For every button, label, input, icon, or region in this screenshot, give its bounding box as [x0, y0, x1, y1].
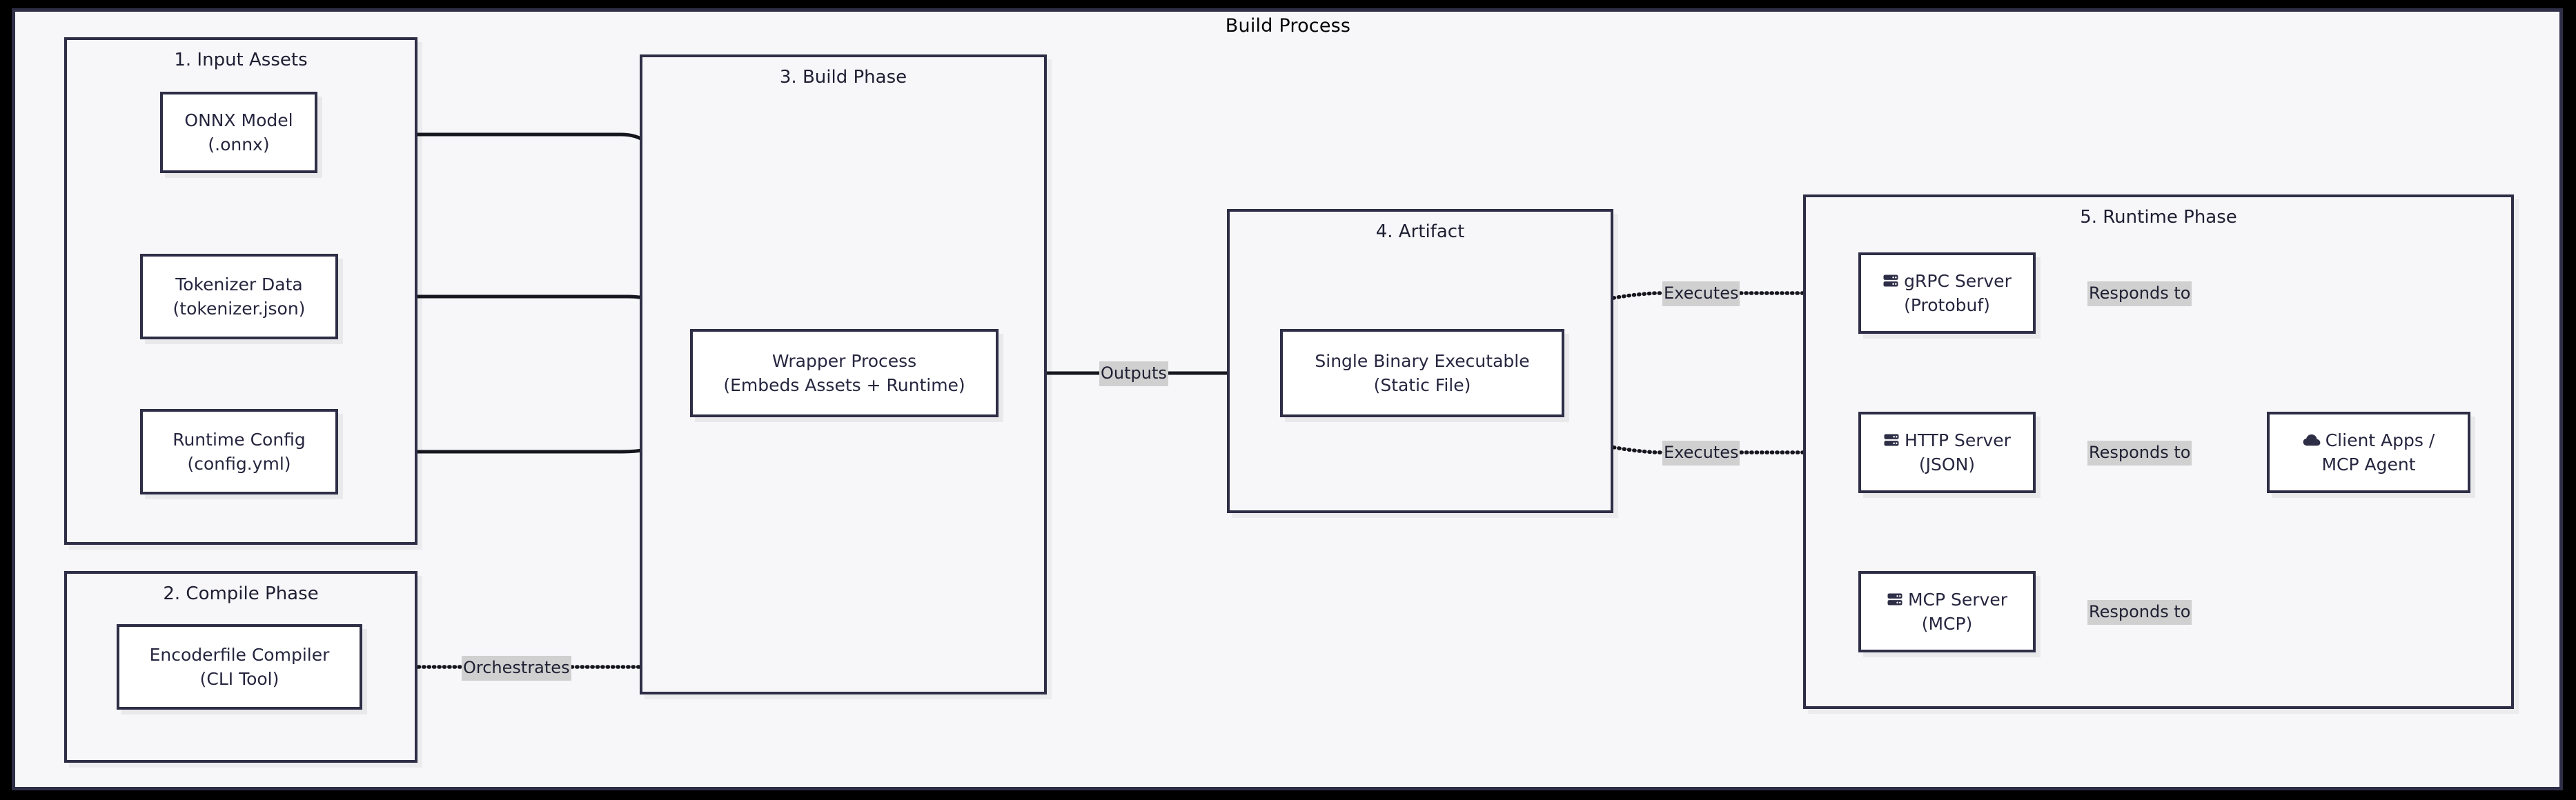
node-tokenizer-data-line1: Tokenizer Data: [175, 274, 303, 294]
node-grpc-server-line1: gRPC Server: [1882, 269, 2012, 294]
node-wrapper-process[interactable]: Wrapper Process (Embeds Assets + Runtime…: [690, 329, 999, 417]
node-encoderfile-compiler[interactable]: Encoderfile Compiler (CLI Tool): [117, 624, 362, 710]
cloud-icon: [2303, 433, 2321, 447]
node-onnx-model-line2: (.onnx): [208, 134, 270, 154]
node-tokenizer-data-line2: (tokenizer.json): [173, 299, 306, 319]
node-grpc-server-line2: (Protobuf): [1904, 295, 1990, 315]
node-encoderfile-compiler-line2: (CLI Tool): [199, 669, 279, 689]
cluster-title-input-assets: 1. Input Assets: [174, 50, 308, 70]
node-grpc-server[interactable]: gRPC Server (Protobuf): [1858, 252, 2036, 334]
node-http-server-label: HTTP Server: [1905, 430, 2011, 450]
node-runtime-config[interactable]: Runtime Config (config.yml): [140, 409, 338, 494]
cluster-title-compile-phase: 2. Compile Phase: [163, 583, 319, 604]
edge-label-outputs: Outputs: [1099, 361, 1168, 387]
node-client-apps-label: Client Apps /: [2325, 430, 2435, 450]
node-onnx-model-line1: ONNX Model: [184, 110, 293, 130]
node-http-server[interactable]: HTTP Server (JSON): [1858, 412, 2036, 493]
edge-label-responds-mcp: Responds to: [2087, 600, 2192, 626]
diagram-title: Build Process: [1225, 15, 1351, 37]
edge-label-responds-http: Responds to: [2087, 441, 2192, 466]
edge-label-executes-grpc: Executes: [1662, 281, 1740, 307]
node-http-server-line2: (JSON): [1918, 454, 1976, 474]
node-mcp-server-line1: MCP Server: [1887, 588, 2007, 612]
edge-label-orchestrates: Orchestrates: [462, 656, 571, 681]
edge-label-executes-http: Executes: [1662, 441, 1740, 466]
node-onnx-model[interactable]: ONNX Model (.onnx): [160, 92, 317, 173]
node-mcp-server-label: MCP Server: [1907, 589, 2008, 610]
node-single-binary-executable-line2: (Static File): [1373, 375, 1471, 395]
node-http-server-line1: HTTP Server: [1883, 428, 2011, 453]
edge-label-responds-grpc: Responds to: [2087, 281, 2192, 307]
node-grpc-server-label: gRPC Server: [1904, 270, 2012, 291]
server-icon: [1882, 272, 1899, 289]
node-single-binary-executable[interactable]: Single Binary Executable (Static File): [1280, 329, 1564, 417]
node-tokenizer-data[interactable]: Tokenizer Data (tokenizer.json): [140, 254, 338, 339]
cluster-title-build-phase: 3. Build Phase: [779, 67, 907, 88]
node-client-apps-line1: Client Apps /: [2303, 428, 2435, 453]
node-runtime-config-line1: Runtime Config: [173, 429, 306, 450]
node-single-binary-executable-line1: Single Binary Executable: [1315, 350, 1530, 371]
node-wrapper-process-line2: (Embeds Assets + Runtime): [723, 375, 965, 395]
server-icon: [1883, 432, 1900, 448]
node-encoderfile-compiler-line1: Encoderfile Compiler: [149, 644, 330, 665]
cluster-title-runtime-phase: 5. Runtime Phase: [2080, 207, 2237, 228]
node-wrapper-process-line1: Wrapper Process: [771, 350, 917, 371]
node-client-apps[interactable]: Client Apps / MCP Agent: [2267, 412, 2470, 493]
cluster-title-artifact: 4. Artifact: [1375, 221, 1465, 242]
server-icon: [1887, 591, 1903, 608]
node-client-apps-line2: MCP Agent: [2321, 454, 2416, 474]
node-mcp-server[interactable]: MCP Server (MCP): [1858, 571, 2036, 652]
node-mcp-server-line2: (MCP): [1921, 614, 1973, 634]
node-runtime-config-line2: (config.yml): [187, 454, 291, 474]
